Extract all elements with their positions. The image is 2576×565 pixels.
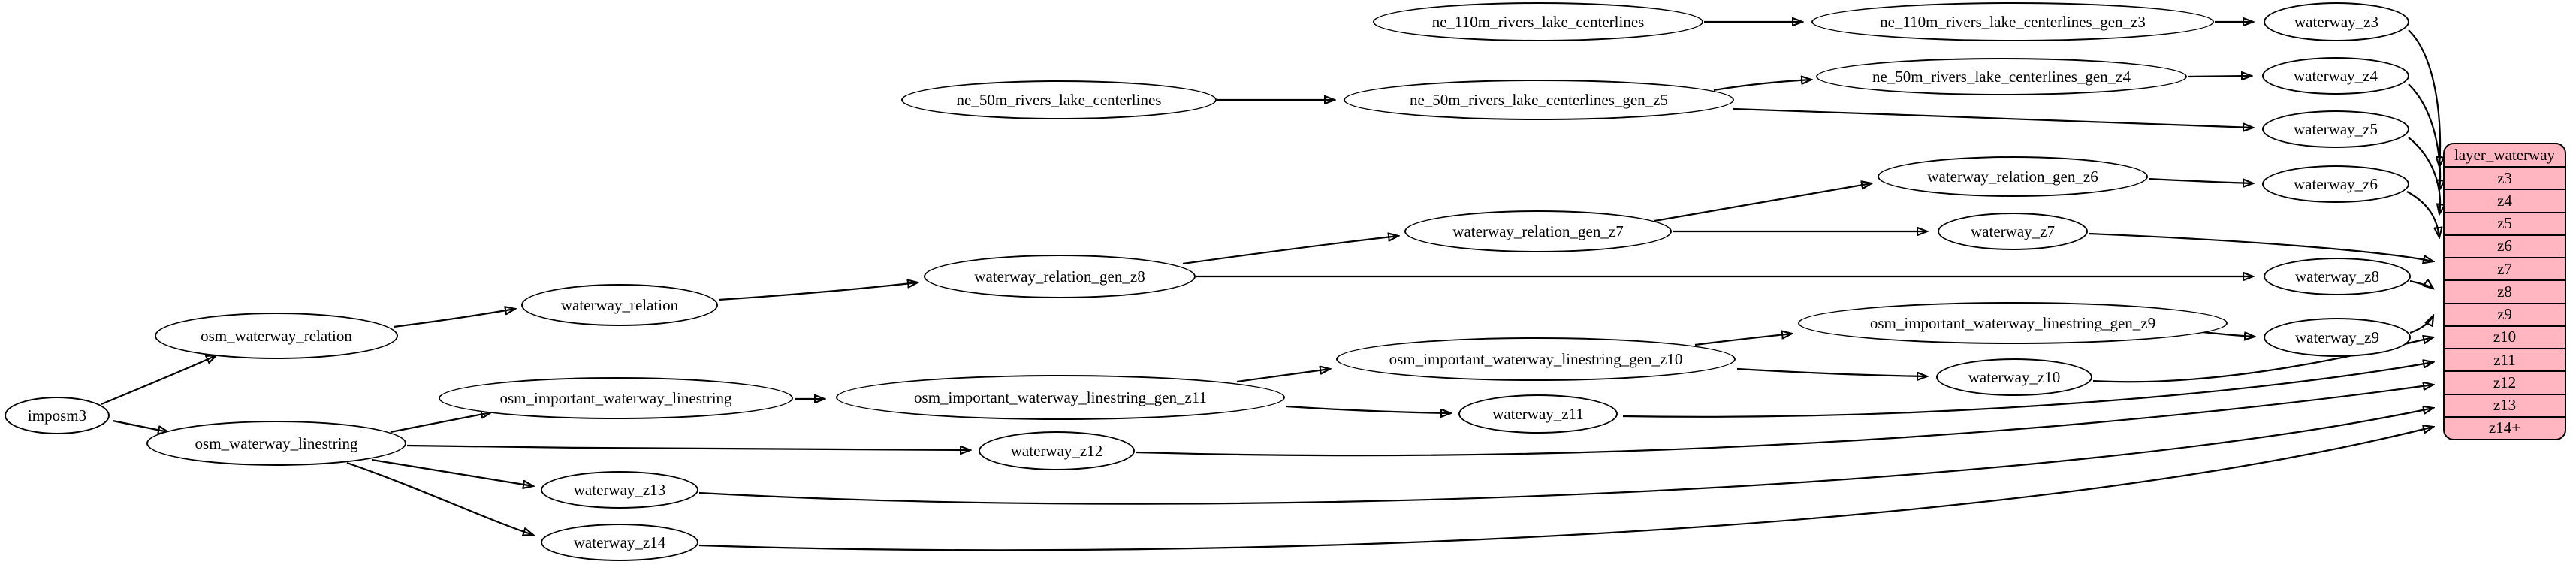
node-waterway-z9: waterway_z9 (2264, 318, 2411, 357)
node-ne-50m-rivers-lake-centerlines: ne_50m_rivers_lake_centerlines (901, 80, 1217, 119)
node-imposm3: imposm3 (5, 397, 110, 434)
node-waterway-z8: waterway_z8 (2264, 258, 2411, 295)
table-row-z8: z8 (2445, 279, 2565, 302)
edge-waterway-z4-to-row-z4 (2408, 83, 2440, 190)
node-waterway-relation-gen-z7: waterway_relation_gen_z7 (1404, 210, 1672, 252)
layer-waterway-table-header: layer_waterway (2454, 146, 2556, 164)
node-waterway-z3: waterway_z3 (2264, 2, 2409, 41)
table-row-z5: z5 (2445, 211, 2565, 234)
edge-osm-waterway-linestring-to-osm-important (390, 412, 491, 434)
edge-imposm3-to-osm-waterway-relation (101, 355, 216, 406)
node-waterway-z14: waterway_z14 (541, 524, 698, 561)
edge-waterway-z14-to-row-z14plus (698, 427, 2433, 551)
edge-waterway-z12-to-row-z12 (1135, 385, 2433, 457)
table-row-z6: z6 (2445, 234, 2565, 257)
edge-gen-z10-to-waterway-z10 (1736, 367, 1927, 376)
table-row-z7: z7 (2445, 257, 2565, 279)
node-osm-waterway-linestring: osm_waterway_linestring (146, 421, 406, 466)
edge-gen-z5-to-gen-z4 (1713, 80, 1811, 92)
edge-osm-waterway-linestring-to-waterway-z13 (371, 458, 533, 486)
edge-waterway-z13-to-row-z13 (698, 408, 2433, 505)
node-ne-110m-rivers-lake-centerlines: ne_110m_rivers_lake_centerlines (1373, 2, 1703, 41)
table-row-z4: z4 (2445, 189, 2565, 211)
table-row-z14plus: z14+ (2445, 415, 2565, 439)
node-osm-important-waterway-linestring-gen-z9: osm_important_waterway_linestring_gen_z9 (1798, 302, 2228, 344)
table-row-z10: z10 (2445, 325, 2565, 348)
edge-gen-z10-to-gen-z9 (1694, 334, 1792, 346)
layer-waterway-table: layer_waterway z3 z4 z5 z6 z7 z8 z9 z10 … (2443, 143, 2566, 440)
node-waterway-z4: waterway_z4 (2262, 57, 2409, 95)
table-row-z13: z13 (2445, 393, 2565, 416)
node-osm-important-waterway-linestring: osm_important_waterway_linestring (439, 377, 793, 419)
edge-waterway-z9-to-row-z9 (2409, 316, 2433, 334)
edge-gen-z7-to-gen-z6 (1654, 183, 1872, 222)
edge-gen-z8-to-gen-z7 (1182, 236, 1398, 265)
node-ne-110m-rivers-lake-centerlines-gen-z3: ne_110m_rivers_lake_centerlines_gen_z3 (1811, 2, 2214, 41)
node-waterway-relation: waterway_relation (521, 284, 718, 326)
node-osm-important-waterway-linestring-gen-z11: osm_important_waterway_linestring_gen_z1… (836, 375, 1285, 420)
edge-waterway-z7-to-row-z7 (2088, 232, 2433, 261)
edge-gen-z11-to-waterway-z11 (1286, 405, 1451, 413)
table-row-z12: z12 (2445, 370, 2565, 393)
edge-gen-z6-to-waterway-z6 (2148, 177, 2253, 183)
edge-gen-z5-to-waterway-z5 (1733, 107, 2253, 128)
node-waterway-relation-gen-z6: waterway_relation_gen_z6 (1878, 156, 2148, 197)
node-waterway-z12: waterway_z12 (979, 431, 1135, 470)
node-waterway-z10: waterway_z10 (1936, 358, 2092, 396)
edge-waterway-z5-to-row-z5 (2408, 137, 2440, 214)
edge-osm-waterway-relation-to-waterway-relation (393, 309, 515, 328)
node-ne-50m-rivers-lake-centerlines-gen-z5: ne_50m_rivers_lake_centerlines_gen_z5 (1344, 80, 1734, 120)
node-waterway-relation-gen-z8: waterway_relation_gen_z8 (924, 255, 1196, 298)
edge-waterway-z3-to-row-z3 (2408, 29, 2440, 167)
edge-gen-z4-to-waterway-z4 (2187, 76, 2252, 77)
table-row-z11: z11 (2445, 348, 2565, 370)
node-osm-important-waterway-linestring-gen-z10: osm_important_waterway_linestring_gen_z1… (1336, 337, 1736, 381)
node-ne-50m-rivers-lake-centerlines-gen-z4: ne_50m_rivers_lake_centerlines_gen_z4 (1816, 58, 2187, 95)
node-waterway-z13: waterway_z13 (541, 471, 698, 509)
edge-imposm3-to-osm-waterway-linestring (112, 419, 168, 432)
node-waterway-z11: waterway_z11 (1458, 394, 1618, 434)
edge-osm-waterway-linestring-to-waterway-z14 (346, 461, 533, 535)
edge-gen-z11-to-gen-z10 (1236, 369, 1330, 383)
node-waterway-z5: waterway_z5 (2262, 110, 2409, 148)
edge-waterway-relation-to-gen-z8 (718, 282, 918, 301)
edge-waterway-z8-to-row-z8 (2409, 281, 2433, 289)
table-row-z9: z9 (2445, 302, 2565, 325)
edge-waterway-z11-to-row-z11 (1622, 362, 2433, 418)
edge-waterway-z6-to-row-z6 (2406, 191, 2439, 237)
node-waterway-z7: waterway_z7 (1938, 213, 2088, 250)
edge-osm-waterway-linestring-to-waterway-z12 (406, 444, 970, 450)
table-row-z3: z3 (2445, 166, 2565, 189)
node-osm-waterway-relation: osm_waterway_relation (155, 313, 398, 359)
node-waterway-z6: waterway_z6 (2262, 165, 2409, 203)
